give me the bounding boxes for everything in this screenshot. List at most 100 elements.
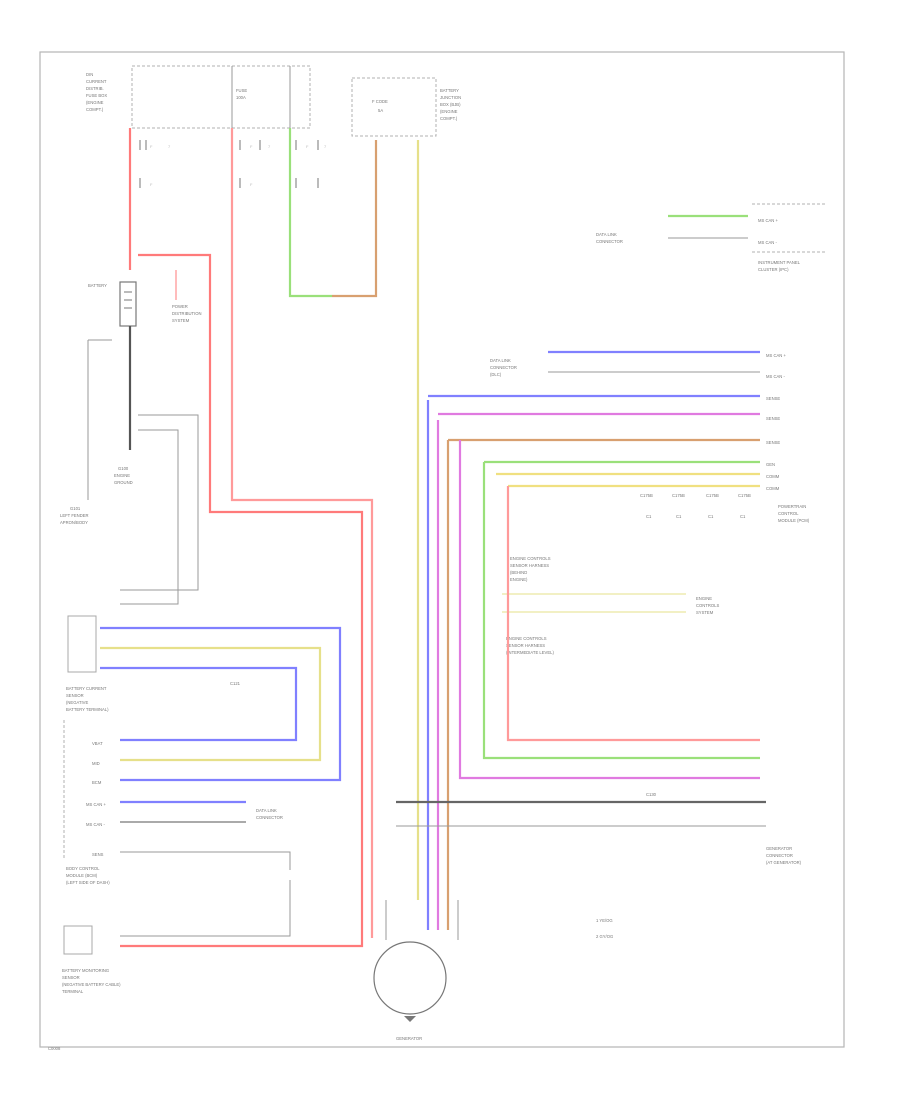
svg-text:COMPT.): COMPT.) [86,107,104,112]
svg-text:(NEGATIVE: (NEGATIVE [66,700,88,705]
svg-text:SENSOR: SENSOR [66,693,84,698]
svg-text:DATA LINK: DATA LINK [596,232,617,237]
svg-text:DATA LINK: DATA LINK [256,808,277,813]
svg-text:LEFT FENDER: LEFT FENDER [60,513,89,518]
svg-text:CLUSTER (IPC): CLUSTER (IPC) [758,267,789,272]
svg-text:C175B: C175B [672,493,685,498]
svg-text:DIN: DIN [86,72,93,77]
svg-text:F: F [150,182,153,187]
svg-text:BATTERY CURRENT: BATTERY CURRENT [66,686,107,691]
svg-text:G100: G100 [118,466,129,471]
engine-control-sensor-harness: ENGINE CONTROLS SENSOR HARNESS (BEHIND E… [483,556,719,655]
svg-text:COMM: COMM [766,474,780,479]
top-right-connector: DATA LINK CONNECTOR MS CAN + MS CAN - IN… [596,203,826,272]
svg-text:F: F [250,144,253,149]
svg-text:DATA LINK: DATA LINK [490,358,511,363]
svg-text:JUNCTION: JUNCTION [440,95,461,100]
diagram-frame [39,51,845,1048]
svg-text:MS CAN -: MS CAN - [758,240,777,245]
svg-text:GEN: GEN [766,462,775,467]
svg-text:(ENGINE: (ENGINE [440,109,458,114]
generator-connector-wires: C130 GENERATOR CONNECTOR (AT GENERATOR) … [396,440,802,939]
svg-text:(BEHIND: (BEHIND [510,570,527,575]
svg-text:POWER: POWER [172,304,188,309]
svg-text:CONTROL: CONTROL [778,511,799,516]
battery-current-sensor: BATTERY CURRENT SENSOR (NEGATIVE BATTERY… [66,615,342,782]
svg-text:C130: C130 [646,792,657,797]
svg-text:ENGINE CONTROLS: ENGINE CONTROLS [510,556,551,561]
generator-symbol [373,941,447,1015]
svg-text:C1: C1 [740,514,746,519]
svg-text:MS CAN -: MS CAN - [766,374,785,379]
svg-text:SENSOR HARNESS: SENSOR HARNESS [506,643,545,648]
fuse-box-right: F CODE 5A BATTERY JUNCTION BOX (BJB) (EN… [351,77,461,137]
svg-text:CONNECTOR: CONNECTOR [256,815,283,820]
svg-text:(ENGINE: (ENGINE [86,100,104,105]
svg-text:C175B: C175B [738,493,751,498]
svg-text:BATTERY TERMINAL): BATTERY TERMINAL) [66,707,109,712]
svg-text:BODY CONTROL: BODY CONTROL [66,866,100,871]
svg-text:COMPT.): COMPT.) [440,116,458,121]
svg-text:CONTROLS: CONTROLS [696,603,719,608]
svg-text:GENERATOR: GENERATOR [766,846,792,851]
svg-text:SENS: SENS [92,852,104,857]
svg-text:7: 7 [168,144,171,149]
svg-text:MODULE (BCM): MODULE (BCM) [66,873,98,878]
svg-text:C121: C121 [230,681,241,686]
svg-text:BCM: BCM [92,780,102,785]
svg-text:7: 7 [268,144,271,149]
svg-text:F: F [150,144,153,149]
svg-text:(DLC): (DLC) [490,372,502,377]
svg-text:ENGINE): ENGINE) [510,577,528,582]
svg-text:SENSE: SENSE [766,416,780,421]
battery: BATTERY POWER DISTRIBUTION SYSTEM [88,270,202,327]
svg-text:CURRENT: CURRENT [86,79,107,84]
svg-text:BATTERY: BATTERY [440,88,459,93]
svg-text:SYSTEM: SYSTEM [172,318,190,323]
svg-text:(AT GENERATOR): (AT GENERATOR) [766,860,802,865]
battery-ground-wires: G100 ENGINE GROUND G101 LEFT FENDER APRO… [60,326,199,605]
red-wire-group [120,128,374,948]
svg-text:FUSE: FUSE [236,88,247,93]
svg-text:(NEGATIVE BATTERY CABLE): (NEGATIVE BATTERY CABLE) [62,982,121,987]
svg-text:F: F [306,144,309,149]
svg-text:CONNECTOR: CONNECTOR [596,239,623,244]
svg-text:CONNECTOR: CONNECTOR [766,853,793,858]
generator-label: GENERATOR [396,1036,422,1041]
svg-text:VBAT: VBAT [92,741,103,746]
svg-text:ENGINE: ENGINE [696,596,712,601]
top-connector-ticks [139,140,319,188]
svg-text:CONNECTOR: CONNECTOR [490,365,517,370]
body-control-module: VBAT MID BCM MS CAN + MS CAN - SENS BODY… [63,720,291,885]
svg-text:C175B: C175B [706,493,719,498]
svg-text:100A: 100A [236,95,246,100]
svg-text:C1: C1 [708,514,714,519]
battery-label: BATTERY [88,283,107,288]
svg-text:MS CAN +: MS CAN + [758,218,778,223]
svg-text:APRON/BODY: APRON/BODY [60,520,88,525]
svg-text:(INTERMEDIATE LEVEL): (INTERMEDIATE LEVEL) [506,650,554,655]
svg-text:(LEFT SIDE OF DASH): (LEFT SIDE OF DASH) [66,880,110,885]
svg-text:1 YE/OG: 1 YE/OG [596,918,613,923]
svg-text:MS CAN +: MS CAN + [766,353,786,358]
battery-monitoring-sensor: BATTERY MONITORING SENSOR (NEGATIVE BATT… [62,880,291,994]
svg-text:INSTRUMENT PANEL: INSTRUMENT PANEL [758,260,801,265]
diagram-code: C0008 [48,1046,61,1051]
svg-text:MS CAN -: MS CAN - [86,822,105,827]
svg-text:MS CAN +: MS CAN + [86,802,106,807]
svg-text:2 GY/OG: 2 GY/OG [596,934,613,939]
svg-text:MID: MID [92,761,100,766]
green-tan-wire [288,128,378,298]
svg-text:GROUND: GROUND [114,480,133,485]
svg-text:C1: C1 [676,514,682,519]
svg-text:DISTRIB.: DISTRIB. [86,86,104,91]
svg-text:7: 7 [324,144,327,149]
svg-text:BATTERY MONITORING: BATTERY MONITORING [62,968,109,973]
svg-text:TERMINAL: TERMINAL [62,989,84,994]
fuse-box-left: DIN CURRENT DISTRIB. FUSE BOX (ENGINE CO… [86,65,311,129]
svg-text:SENSOR HARNESS: SENSOR HARNESS [510,563,549,568]
svg-text:F CODE: F CODE [372,99,388,104]
svg-text:MODULE (PCM): MODULE (PCM) [778,518,810,523]
